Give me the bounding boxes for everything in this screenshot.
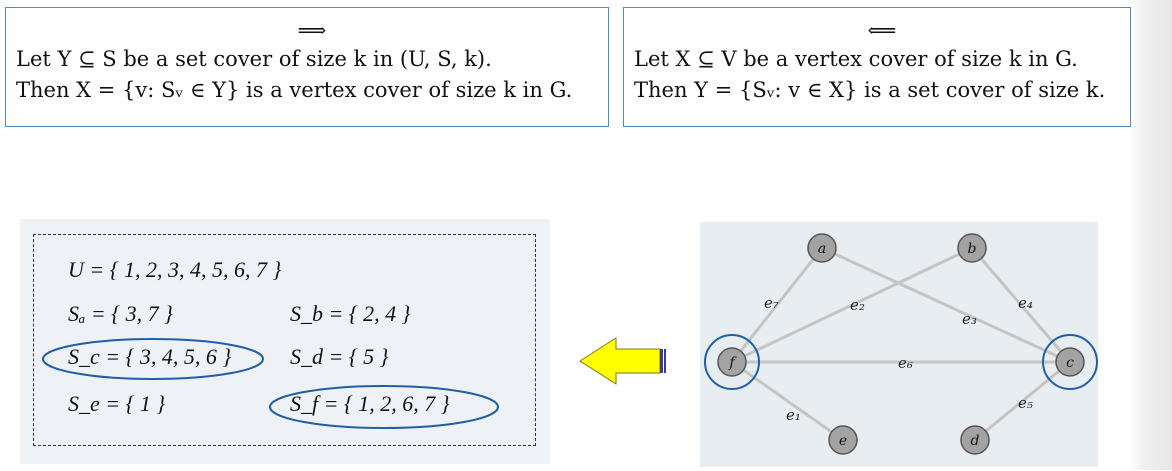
set-e: S_e = { 1 } (68, 391, 166, 416)
implies-arrow-left: ⟸ (867, 18, 897, 42)
set-cover-dashed-box (33, 234, 536, 446)
forward-line-1: Let Y ⊆ S be a set cover of size k in (U… (16, 47, 492, 71)
edge-label-e1: e₁ (786, 406, 801, 424)
set-c-highlight-ellipse (42, 338, 264, 380)
backward-direction-box: ⟸ Let X ⊆ V be a vertex cover of size k … (623, 7, 1131, 127)
node-c-highlight-ring (1042, 334, 1098, 390)
node-f-highlight-ring (704, 334, 760, 390)
vertex-cover-graph-panel: e₁ e₂ e₃ e₄ e₅ e₆ e₇ a b c d e f (700, 222, 1098, 467)
node-label-b: b (968, 241, 977, 257)
node-a (807, 233, 837, 263)
node-d (960, 425, 990, 455)
node-label-e: e (839, 433, 847, 449)
edge-e3 (821, 246, 1071, 364)
edge-e2 (731, 246, 973, 364)
implies-arrow-right: ⟹ (297, 18, 327, 42)
node-e (828, 425, 858, 455)
node-label-a: a (818, 241, 826, 257)
node-f (717, 347, 747, 377)
edge-label-e3: e₃ (962, 310, 977, 328)
node-label-f: f (728, 355, 737, 371)
edge-e5 (974, 360, 1071, 442)
edge-label-e6: e₆ (898, 354, 913, 372)
edge-label-e5: e₅ (1018, 394, 1033, 412)
node-c (1055, 347, 1085, 377)
torn-page-edge (1130, 0, 1172, 470)
node-label-d: d (971, 433, 980, 449)
edge-e7 (730, 247, 824, 363)
forward-line-2: Then X = {v: Sᵥ ∈ Y} is a vertex cover o… (16, 78, 573, 102)
set-b: S_b = { 2, 4 } (290, 301, 411, 326)
node-label-c: c (1066, 355, 1074, 371)
set-cover-instance-panel: U = { 1, 2, 3, 4, 5, 6, 7 } Sₐ = { 3, 7 … (20, 219, 550, 464)
forward-direction-box: ⟹ Let Y ⊆ S be a set cover of size k in … (5, 7, 609, 127)
graph-svg: e₁ e₂ e₃ e₄ e₅ e₆ e₇ a b c d e f (704, 233, 1098, 455)
set-f-highlight-ellipse (269, 385, 499, 429)
set-f: S_f = { 1, 2, 6, 7 } (290, 391, 450, 416)
set-d: S_d = { 5 } (290, 344, 389, 369)
node-b (957, 233, 987, 263)
universe-set: U = { 1, 2, 3, 4, 5, 6, 7 } (68, 257, 282, 282)
set-highlight-layer (42, 338, 499, 429)
set-c: S_c = { 3, 4, 5, 6 } (68, 344, 232, 369)
edge-e1 (731, 360, 844, 442)
backward-line-2: Then Y = {Sᵥ: v ∈ X} is a set cover of s… (634, 78, 1106, 102)
backward-line-1: Let X ⊆ V be a vertex cover of size k in… (634, 47, 1078, 71)
edge-label-e2: e₂ (850, 296, 865, 314)
edge-e4 (970, 247, 1072, 363)
edge-label-e4: e₄ (1018, 294, 1033, 312)
left-arrow-icon (579, 337, 666, 385)
edge-label-e7: e₇ (764, 294, 779, 312)
set-a: Sₐ = { 3, 7 } (68, 301, 173, 326)
